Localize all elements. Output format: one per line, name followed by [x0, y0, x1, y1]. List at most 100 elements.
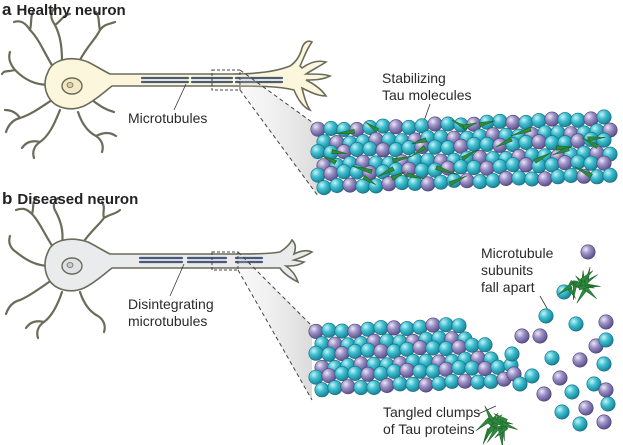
tubulin-subunit — [485, 173, 501, 189]
tubulin-subunit — [518, 135, 534, 151]
tubulin-subunit — [477, 337, 493, 353]
tubulin-subunit — [531, 134, 547, 150]
tubulin-subunit — [479, 136, 495, 152]
tubulin-subunit — [596, 109, 612, 125]
tubulin-subunit — [444, 373, 460, 389]
tubulin-subunit — [453, 159, 469, 175]
tubulin-subunit — [373, 320, 389, 336]
tubulin-subunit — [327, 380, 343, 396]
label-tau-line2: Tau molecules — [382, 87, 472, 103]
tubulin-subunit — [464, 337, 480, 353]
tubulin-subunit — [459, 173, 475, 189]
loose-tubulin-subunit — [568, 316, 584, 332]
tubulin-subunit — [451, 318, 467, 334]
healthy-zoom-cone — [240, 70, 320, 196]
tau-molecule — [581, 137, 599, 149]
tubulin-subunit — [492, 113, 508, 129]
label-disintegrating-line2: microtubules — [128, 313, 208, 329]
tau-tangle — [487, 427, 499, 443]
tau-molecule — [362, 175, 377, 185]
tau-molecule — [448, 175, 467, 187]
tubulin-subunit — [310, 121, 326, 137]
label-subunits: Microtubule subunits fall apart — [481, 245, 553, 296]
loose-tubulin-subunits — [504, 244, 616, 432]
tubulin-subunit — [321, 346, 337, 362]
tubulin-subunit — [524, 171, 540, 187]
healthy-neuron — [0, 6, 431, 197]
tau-molecule — [331, 149, 347, 155]
tubulin-subunit — [466, 136, 482, 152]
loose-tubulin-subunit — [504, 346, 520, 362]
leader-disintegrating — [169, 263, 185, 297]
tubulin-subunit — [336, 122, 352, 138]
tubulin-subunit — [498, 171, 514, 187]
loose-tubulin-subunit — [554, 404, 570, 420]
tubulin-subunit — [340, 379, 356, 395]
tau-molecule — [405, 172, 425, 179]
tubulin-subunit — [518, 157, 534, 173]
tubulin-subunit — [360, 366, 376, 382]
tubulin-subunit — [329, 178, 345, 194]
tau-molecule — [574, 166, 593, 179]
panel-a-heading: Healthy neuron — [16, 2, 126, 19]
tau-clumps — [475, 267, 601, 445]
loose-tubulin-subunit — [600, 396, 616, 412]
tau-molecule — [587, 136, 606, 142]
label-subunits-line1: Microtubule — [481, 245, 554, 261]
loose-tubulin-subunit — [514, 328, 530, 344]
tau-molecule — [478, 120, 496, 128]
tubulin-subunit — [375, 142, 391, 158]
tubulin-subunit — [412, 340, 428, 356]
tubulin-subunit — [438, 341, 454, 357]
healthy-cell-body — [44, 40, 333, 112]
label-subunits-line2: subunits — [481, 262, 534, 278]
tau-tangle — [483, 425, 496, 441]
loose-tubulin-subunit — [564, 384, 580, 400]
tubulin-subunit — [457, 373, 473, 389]
tau-molecule — [555, 145, 573, 151]
tau-molecule — [460, 149, 478, 161]
tubulin-subunit — [366, 379, 382, 395]
panel-b-heading: Diseased neuron — [17, 191, 139, 208]
label-microtubules: Microtubules — [128, 110, 207, 127]
tubulin-subunit — [557, 155, 573, 171]
diseased-neuron — [4, 196, 549, 415]
tau-molecule — [495, 137, 513, 148]
tubulin-subunit — [440, 116, 456, 132]
tubulin-subunit — [596, 155, 612, 171]
tau-tangle — [583, 285, 597, 300]
loose-tubulin-subunit — [598, 382, 614, 398]
loose-tubulin-subunit — [580, 244, 596, 260]
tubulin-subunit — [431, 375, 447, 391]
tubulin-subunit — [314, 382, 330, 398]
tubulin-subunit — [570, 154, 586, 170]
tau-molecule — [435, 165, 457, 175]
tubulin-subunit — [353, 380, 369, 396]
tubulin-subunit — [425, 340, 441, 356]
loose-tubulin-subunit — [596, 356, 612, 372]
tubulin-subunit — [347, 365, 363, 381]
tubulin-subunit — [379, 377, 395, 393]
tubulin-subunit — [316, 180, 332, 196]
tubulin-subunit — [349, 142, 365, 158]
tubulin-subunit — [589, 169, 605, 185]
tubulin-subunit — [412, 363, 428, 379]
tubulin-subunit — [470, 374, 486, 390]
tubulin-subunit — [342, 177, 358, 193]
tubulin-subunit — [477, 361, 493, 377]
tau-molecule — [462, 122, 478, 130]
panel-b-letter: b — [2, 189, 13, 208]
tubulin-subunit — [334, 323, 350, 339]
tubulin-subunit — [464, 360, 480, 376]
loose-tubulin-subunit — [598, 314, 614, 330]
tau-molecules — [321, 119, 606, 187]
tubulin-subunit — [375, 118, 391, 134]
tubulin-subunit — [427, 139, 443, 155]
tau-molecule — [533, 152, 551, 164]
tubulin-subunit — [420, 176, 436, 192]
tubulin-subunit — [401, 119, 417, 135]
tubulin-subunit — [563, 168, 579, 184]
tau-tangle — [578, 284, 594, 291]
label-tangles-line1: Tangled clumps — [383, 404, 481, 420]
